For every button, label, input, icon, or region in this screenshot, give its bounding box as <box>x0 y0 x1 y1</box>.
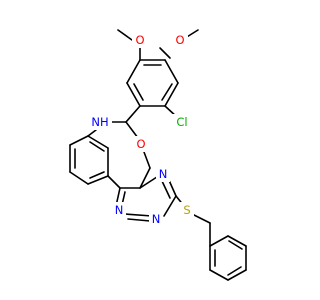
bond <box>87 135 109 149</box>
label-background <box>90 114 112 130</box>
triazine-nitrogen-label-3: N <box>149 211 163 227</box>
atom-nh: NH <box>91 115 108 129</box>
bond <box>159 47 171 59</box>
bond <box>69 171 89 185</box>
bond <box>125 105 141 123</box>
atom-s: S <box>183 203 190 217</box>
atom-o-3: O <box>136 137 145 151</box>
bond <box>164 82 179 107</box>
bond <box>107 175 121 189</box>
label-background <box>112 202 126 218</box>
bond <box>89 171 105 179</box>
bond <box>164 59 179 84</box>
triazine-nitrogen-label-2: N <box>112 202 126 218</box>
bond <box>163 195 177 217</box>
bond <box>209 269 229 281</box>
bond <box>228 240 243 250</box>
bond <box>87 129 97 137</box>
ring-oxygen-label: O <box>133 136 149 152</box>
atom-n-2: N <box>115 203 124 217</box>
bonds <box>69 29 247 281</box>
bond <box>117 29 133 41</box>
molecule-diagram: O O Cl NH O N <box>69 29 247 281</box>
methoxy-oxygen-label-1: O <box>132 32 148 48</box>
molecule-svg: O O Cl NH O N <box>69 29 247 281</box>
label-background <box>132 32 148 48</box>
bond <box>227 269 247 281</box>
atom-cl: Cl <box>176 115 187 129</box>
methoxy-oxygen-label-2: O <box>172 32 188 48</box>
label-background <box>133 136 149 152</box>
bond <box>87 175 109 185</box>
label-background <box>172 32 188 48</box>
sulfur-label: S <box>180 202 194 218</box>
bond <box>124 213 153 217</box>
bond <box>127 218 151 222</box>
bond <box>161 180 171 199</box>
bond <box>227 266 242 276</box>
bond <box>139 167 151 189</box>
chlorine-label: Cl <box>172 114 192 130</box>
atom-o-1: O <box>135 33 144 47</box>
atom-o-2: O <box>175 33 184 47</box>
atom-labels: O O Cl NH O N <box>90 32 194 227</box>
label-background <box>149 211 163 227</box>
bond <box>161 83 173 101</box>
bond <box>126 82 141 107</box>
bond <box>133 83 144 101</box>
label-background <box>172 114 192 130</box>
atom-n-3: N <box>152 212 161 226</box>
atom-n-1: N <box>159 167 168 181</box>
label-background <box>156 166 170 182</box>
bond <box>191 213 211 224</box>
bond <box>89 141 105 152</box>
amine-label: NH <box>90 114 112 130</box>
bond <box>69 135 89 146</box>
bond <box>126 59 141 84</box>
label-background <box>180 202 194 218</box>
bond <box>209 235 229 247</box>
bond <box>125 121 139 139</box>
bond <box>227 235 247 247</box>
triazine-nitrogen-label-1: N <box>156 166 170 182</box>
bond <box>143 151 151 169</box>
